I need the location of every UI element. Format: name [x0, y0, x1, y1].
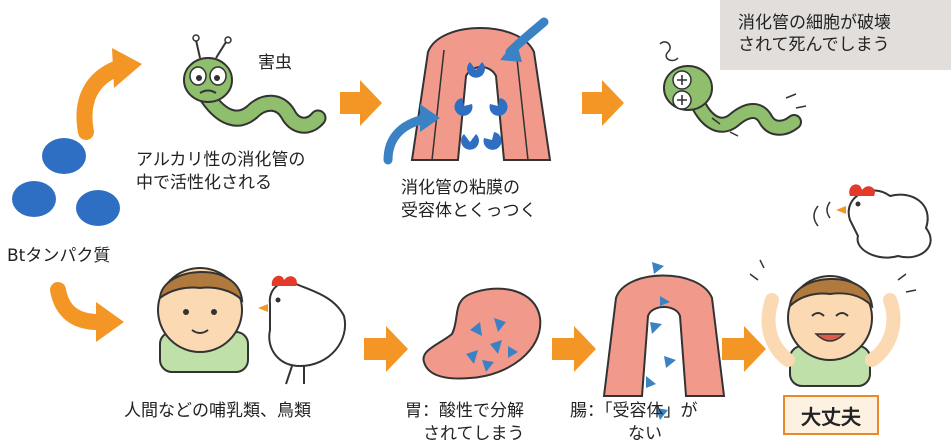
arrow-right-icon: [552, 326, 596, 372]
note-line-1: 消化管の細胞が破壊: [738, 13, 891, 33]
gut-cross-section-icon: [383, 17, 552, 165]
stomach-icon: [422, 287, 542, 380]
protein-blob-icon: [12, 181, 56, 217]
binding-label-line-1: 消化管の粘膜の: [401, 178, 520, 198]
intestine-label-line-2: ない: [628, 424, 662, 444]
binding-label-line-2: 受容体とくっつく: [401, 201, 537, 221]
pest-label: 害虫: [258, 53, 292, 73]
activation-label-line-1: アルカリ性の消化管の: [136, 150, 306, 170]
curved-arrow-up-icon: [76, 60, 126, 140]
chicken-icon: [258, 275, 347, 385]
arrow-right-icon: [582, 80, 624, 126]
arrowhead-icon: [96, 302, 124, 342]
bt-protein-group: [12, 138, 120, 226]
dead-caterpillar-icon: [659, 41, 807, 137]
stomach-label-line-1: 胃：酸性で分解: [405, 401, 524, 421]
stomach-label-line-2: されてしまう: [423, 424, 525, 444]
arrowhead-icon: [112, 48, 142, 88]
intestine-icon: [602, 262, 726, 420]
caterpillar-icon: [183, 34, 327, 134]
child-icon: [157, 267, 249, 373]
arrow-right-icon: [722, 326, 766, 372]
protein-blob-icon: [42, 138, 86, 174]
bt-protein-label: Btタンパク質: [7, 246, 111, 266]
safe-badge: 大丈夫: [783, 395, 879, 435]
note-line-2: されて死んでしまう: [738, 35, 890, 55]
mammals-label: 人間などの哺乳類、鳥類: [124, 401, 311, 421]
arrow-right-icon: [364, 326, 408, 372]
protein-blob-icon: [76, 190, 120, 226]
intestine-label-line-1: 腸：「受容体」が: [570, 401, 698, 421]
curved-arrow-down-icon: [50, 282, 106, 330]
happy-child-icon: [749, 259, 917, 387]
arrow-right-icon: [340, 80, 382, 126]
activation-label-line-2: 中で活性化される: [136, 173, 272, 193]
flying-chicken-icon: [813, 184, 932, 259]
result-note: 消化管の細胞が破壊 されて死んでしまう: [720, 0, 951, 70]
flow-arrows: [340, 80, 766, 372]
